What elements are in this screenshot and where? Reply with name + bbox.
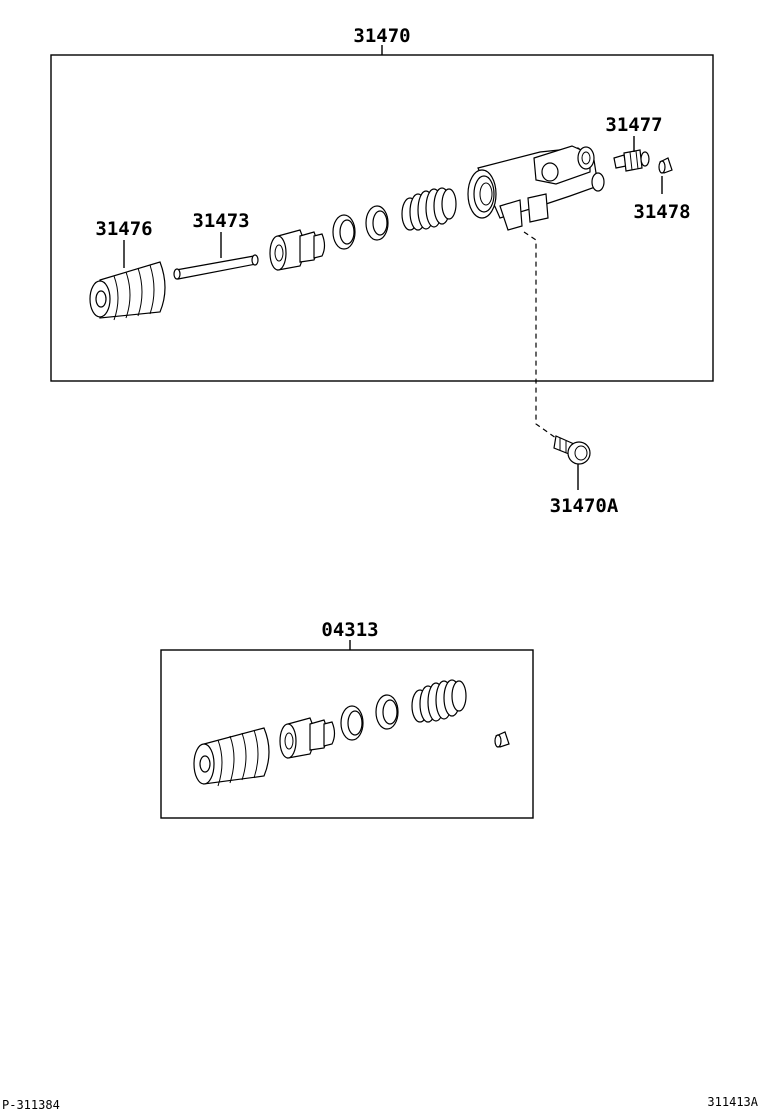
cylinder-body-part[interactable] <box>467 145 605 231</box>
boot-label[interactable]: 31476 <box>95 218 152 240</box>
bolt-dashed-leader <box>523 231 557 439</box>
kit-label[interactable]: 04313 <box>321 619 378 641</box>
kit-spring-part[interactable] <box>411 679 467 723</box>
push-rod-label[interactable]: 31473 <box>192 210 249 232</box>
kit-04313: 04313 <box>160 619 534 819</box>
cup-seal-part[interactable] <box>332 214 356 250</box>
bolt-label[interactable]: 31470A <box>550 495 619 517</box>
kit-cup-seal-2-part[interactable] <box>375 694 399 730</box>
bleeder-cap-label[interactable]: 31478 <box>633 201 690 223</box>
footer-right-code: 311413A <box>707 1095 758 1109</box>
kit-cup-seal-part[interactable] <box>340 705 364 741</box>
kit-boot-part[interactable] <box>193 727 270 787</box>
footer-left-code: P-311384 <box>2 1098 60 1112</box>
assembly-31470: 31470 31476 31473 <box>50 25 714 439</box>
bleeder-cap-part[interactable] <box>658 157 673 174</box>
piston-part[interactable] <box>269 229 326 271</box>
assembly-label[interactable]: 31470 <box>353 25 410 47</box>
spring-part[interactable] <box>401 187 457 231</box>
kit-frame <box>160 649 534 819</box>
cup-seal-2-part[interactable] <box>365 205 389 241</box>
kit-piston-part[interactable] <box>279 717 336 759</box>
boot-part[interactable] <box>89 261 166 321</box>
bolt-part[interactable] <box>553 435 591 465</box>
push-rod-part[interactable] <box>173 254 259 280</box>
bleeder-plug-part[interactable] <box>613 149 650 172</box>
kit-bleeder-cap-part[interactable] <box>494 731 510 748</box>
bleeder-plug-label[interactable]: 31477 <box>605 114 662 136</box>
